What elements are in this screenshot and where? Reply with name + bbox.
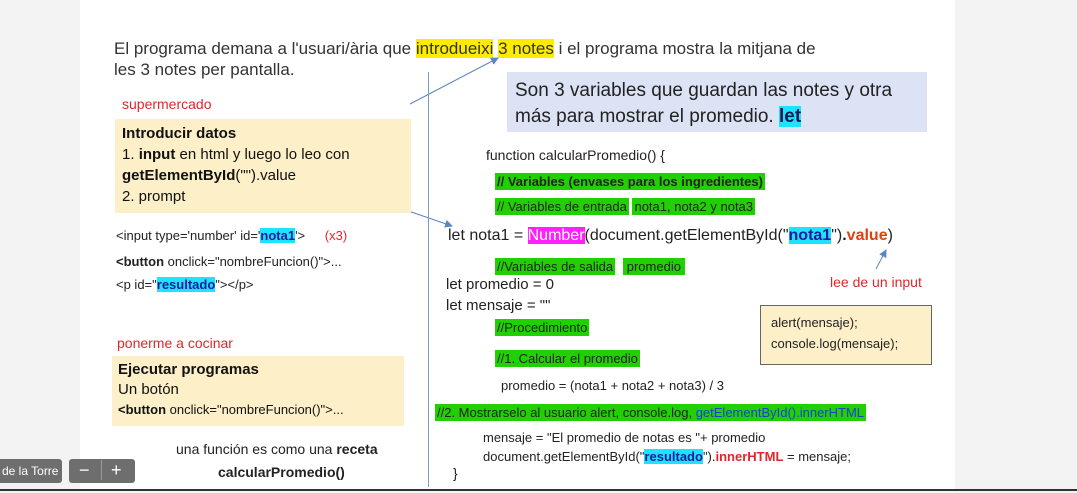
recipe-function-name: calcularPromedio() [218, 464, 345, 480]
slide-heading: El programa demana a l'usuari/ària que i… [114, 38, 816, 80]
code-calc-average: promedio = (nota1 + nota2 + nota3) / 3 [501, 378, 724, 393]
number-fn: Number [527, 227, 585, 244]
comment-output-vars: //Variables de salida promedio [495, 258, 685, 275]
zoom-separator [101, 460, 102, 480]
comment-step-1: //1. Calcular el promedio [495, 350, 640, 367]
comment-step-2: //2. Mostrarselo al usuario alert, conso… [435, 404, 867, 421]
code-let-promedio: let promedio = 0 [446, 276, 554, 293]
label-ponerme-a-cocinar: ponerme a cocinar [117, 335, 233, 351]
code-fn-close: } [453, 465, 458, 481]
execute-box: Ejecutar programas Un botón <button oncl… [112, 356, 404, 426]
highlight-introdueixi: introdueixi [415, 39, 494, 58]
label-supermercado: supermercado [122, 96, 212, 112]
code-p-line: <p id="resultado"></p> [116, 277, 254, 292]
highlight-3-notes: 3 notes [498, 39, 554, 58]
code-set-innerhtml: document.getElementById("resultado").inn… [483, 449, 851, 464]
code-let-nota1: let nota1 = Number(document.getElementBy… [448, 227, 893, 244]
input-box-line-1: 1. input en html y luego lo leo con [122, 146, 350, 163]
zoom-control: − + [69, 459, 135, 483]
let-keyword: let [779, 106, 802, 127]
code-button-line: <button onclick="nombreFuncion()">... [116, 254, 342, 269]
code-fn-open: function calcularPromedio() { [486, 147, 665, 163]
zoom-in-button[interactable]: + [111, 460, 122, 480]
heading-line-2: les 3 notes per pantalla. [114, 60, 295, 79]
code-input-line: <input type='number' id='nota1'> (x3) [116, 228, 348, 243]
code-mensaje: mensaje = "El promedio de notas es "+ pr… [483, 430, 766, 445]
exec-box-line-2: <button onclick="nombreFuncion()">... [118, 402, 344, 417]
alert-box: alert(mensaje); console.log(mensaje); [760, 305, 932, 365]
code-let-mensaje: let mensaje = "" [446, 297, 551, 314]
variables-callout: Son 3 variables que guardan las notes y … [507, 72, 927, 132]
arrow-supermercado [409, 57, 499, 105]
note-reads-input: lee de un input [830, 274, 922, 290]
slide: El programa demana a l'usuari/ària que i… [80, 0, 955, 490]
comment-procedure: //Procedimiento [495, 319, 590, 336]
input-box-line-2: getElementById("").value [122, 167, 297, 184]
recipe-note: una función es como una receta [176, 441, 378, 457]
zoom-out-button[interactable]: − [79, 460, 90, 480]
input-data-box: Introducir datos 1. input en html y lueg… [115, 119, 411, 213]
comment-variables: // Variables (envases para los ingredien… [495, 173, 765, 190]
column-divider [428, 72, 429, 487]
comment-input-vars: // Variables de entrada nota1, nota2 y n… [495, 198, 756, 215]
arrow-lee-input [875, 249, 887, 270]
bottom-edge [0, 489, 1077, 491]
presenter-name-tab: de la Torre [0, 459, 62, 483]
heading-line-1: El programa demana a l'usuari/ària que i… [114, 39, 816, 58]
callout-line-2: más para mostrar el promedio. let [515, 106, 802, 127]
